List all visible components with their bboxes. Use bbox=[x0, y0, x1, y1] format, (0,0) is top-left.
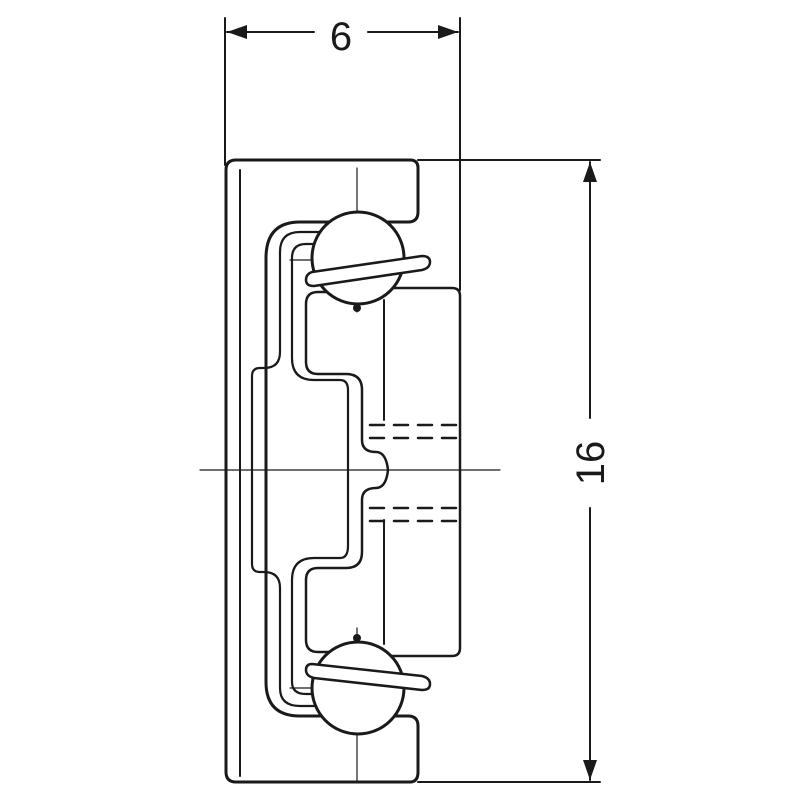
bottom-ball-bearing bbox=[304, 634, 432, 736]
bottom-ball bbox=[310, 640, 406, 736]
outer-rail-profile bbox=[224, 158, 420, 784]
hidden-lines bbox=[368, 423, 462, 523]
intermediate-rail-profile bbox=[250, 230, 342, 708]
height-dimension-label: 16 bbox=[569, 441, 613, 486]
height-dimension: 16 bbox=[417, 159, 613, 783]
inner-rail-profile bbox=[304, 290, 390, 654]
width-dimension: 6 bbox=[224, 15, 461, 291]
top-ball-contact-point bbox=[353, 304, 361, 312]
top-ball-retainer bbox=[304, 254, 432, 288]
inner-member-box bbox=[390, 286, 462, 658]
bottom-ball-contact-point bbox=[353, 634, 361, 642]
intermediate-rail-inner-profile bbox=[290, 242, 350, 696]
bottom-ball-retainer bbox=[304, 662, 432, 692]
top-ball bbox=[310, 210, 406, 306]
width-dimension-label: 6 bbox=[330, 15, 352, 59]
top-ball-bearing bbox=[304, 210, 432, 312]
